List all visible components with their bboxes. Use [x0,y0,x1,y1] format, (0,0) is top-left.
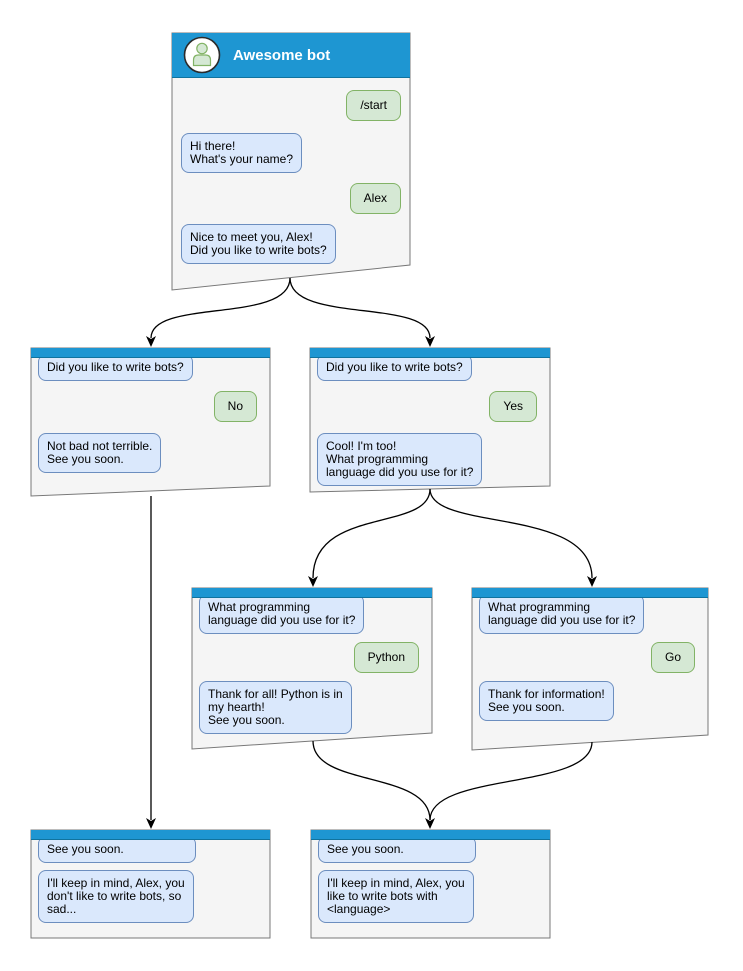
bot-message: Hi there! What's your name? [181,133,303,173]
chat-header: Awesome bot [172,33,410,78]
chat-header [472,588,708,598]
arrowhead [587,576,597,587]
bot-message: Thank for information! See you soon. [479,681,614,721]
arrowhead [146,818,156,829]
chat-window-branch-no: Did you like to write bots? No Not bad n… [31,348,270,496]
chat-body: What programming language did you use fo… [472,594,708,721]
chat-window-end-yes: See you soon. I'll keep in mind, Alex, y… [311,830,550,938]
bot-message: Did you like to write bots? [38,354,193,381]
chat-body: See you soon. I'll keep in mind, Alex, y… [31,836,270,923]
bot-message: Nice to meet you, Alex! Did you like to … [181,224,336,264]
chat-header [192,588,432,598]
bot-message: See you soon. [38,836,196,863]
chat-header [310,348,550,358]
user-message: Yes [489,391,537,422]
bot-message: I'll keep in mind, Alex, you like to wri… [318,870,474,923]
chat-window-branch-yes: Did you like to write bots? Yes Cool! I'… [310,348,550,492]
bot-message: Thank for all! Python is in my hearth! S… [199,681,352,734]
arrowhead [425,818,435,829]
user-message: Python [353,642,419,673]
edge-yes-to-python [312,488,431,579]
arrowhead [146,336,156,347]
edge-go-to-end [429,741,593,821]
chat-body: Did you like to write bots? Yes Cool! I'… [310,354,550,486]
bot-avatar [183,36,221,74]
user-message: Alex [349,183,401,214]
bot-message: I'll keep in mind, Alex, you don't like … [38,870,194,923]
edge-yes-to-go [429,488,593,579]
user-message: Go [650,642,695,673]
edge-python-to-end [312,740,431,821]
chat-body: See you soon. I'll keep in mind, Alex, y… [311,836,550,923]
chat-window-end-no: See you soon. I'll keep in mind, Alex, y… [31,830,270,938]
bot-message: What programming language did you use fo… [479,594,645,634]
bot-message: See you soon. [318,836,476,863]
person-icon [183,36,221,74]
bot-message: What programming language did you use fo… [199,594,365,634]
chat-body: /start Hi there! What's your name? Alex … [172,78,410,264]
chat-window-root: Awesome bot /start Hi there! What's your… [172,33,410,290]
arrowhead [308,576,318,587]
user-message: No [213,391,257,422]
user-message: /start [346,90,401,121]
chat-header [311,830,550,840]
bot-message: Not bad not terrible. See you soon. [38,433,162,473]
chat-title: Awesome bot [233,47,331,64]
chat-window-branch-python: What programming language did you use fo… [192,588,432,749]
chat-body: What programming language did you use fo… [192,594,432,734]
chat-header [31,348,270,358]
bot-message: Cool! I'm too! What programming language… [317,433,483,486]
chat-window-branch-go: What programming language did you use fo… [472,588,708,750]
chat-body: Did you like to write bots? No Not bad n… [31,354,270,473]
chat-header [31,830,270,840]
bot-message: Did you like to write bots? [317,354,472,381]
arrowhead [425,336,435,347]
